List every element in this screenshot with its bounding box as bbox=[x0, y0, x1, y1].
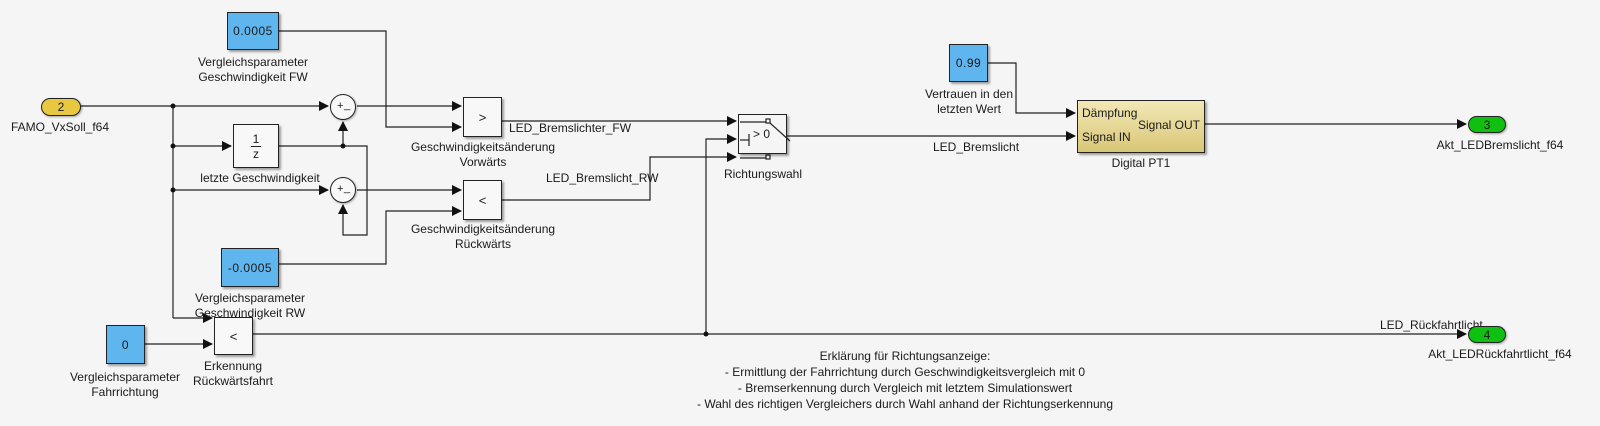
wire-const-rw bbox=[279, 206, 462, 265]
inport-2[interactable]: 2 bbox=[41, 98, 81, 116]
pt1-port-signal-in: Signal IN bbox=[1082, 130, 1131, 144]
junction bbox=[170, 187, 176, 193]
compare-fw-label: Geschwindigkeitsänderung Vorwärts bbox=[410, 140, 556, 169]
wire-delay-out bbox=[279, 145, 368, 236]
signal-label-brake: LED_Bremslicht bbox=[933, 140, 1020, 154]
outport-3[interactable]: 3 bbox=[1468, 116, 1506, 133]
outport-4-label: Akt_LEDRückfahrtlicht_f64 bbox=[1428, 347, 1572, 361]
compare-direction-block[interactable]: < bbox=[214, 317, 253, 355]
junction bbox=[170, 103, 176, 109]
constant-rw-label: Vergleichsparameter Geschwindigkeit RW bbox=[194, 291, 306, 320]
constant-fw-block[interactable]: 0.0005 bbox=[227, 12, 279, 50]
pt1-port-signal-out: Signal OUT bbox=[1137, 118, 1200, 132]
outport-3-label: Akt_LEDBremslicht_f64 bbox=[1436, 138, 1564, 152]
compare-rw-label: Geschwindigkeitsänderung Rückwärts bbox=[410, 222, 556, 251]
wire-rw-to-switch bbox=[502, 152, 737, 201]
digital-pt1-label: Digital PT1 bbox=[1111, 156, 1171, 170]
unit-delay-label: letzte Geschwindigkeit bbox=[200, 171, 320, 185]
annotation-note: Erklärung für Richtungsanzeige: - Ermitt… bbox=[696, 349, 1113, 411]
switch-block[interactable]: > 0 bbox=[738, 114, 787, 154]
inport-2-label: FAMO_VxSoll_f64 bbox=[10, 120, 110, 134]
switch-threshold: > 0 bbox=[753, 127, 771, 141]
signal-label-fw: LED_Bremslichter_FW bbox=[509, 121, 632, 135]
junction bbox=[703, 331, 709, 337]
constant-direction-block[interactable]: 0 bbox=[106, 325, 145, 364]
sum-block-1[interactable]: + _ bbox=[330, 94, 356, 120]
wire-dir-to-switch bbox=[705, 134, 737, 334]
compare-direction-label: Erkennung Rückwärtsfahrt bbox=[192, 359, 274, 388]
junction bbox=[340, 143, 346, 149]
constant-direction-label: Vergleichsparameter Fahrrichtung bbox=[69, 370, 181, 399]
signal-label-reverse: LED_Rückfahrtlicht bbox=[1380, 318, 1483, 332]
compare-rw-block[interactable]: < bbox=[463, 180, 502, 220]
constant-fw-label: Vergleichsparameter Geschwindigkeit FW bbox=[197, 55, 309, 84]
digital-pt1-subsystem[interactable]: Dämpfung Signal IN Signal OUT bbox=[1077, 100, 1205, 153]
constant-trust-label: Vertrauen in den letzten Wert bbox=[924, 87, 1014, 116]
constant-rw-block[interactable]: -0.0005 bbox=[221, 248, 279, 287]
outport-4[interactable]: 4 bbox=[1468, 326, 1506, 343]
junction bbox=[170, 143, 176, 149]
constant-trust-block[interactable]: 0.99 bbox=[949, 44, 988, 82]
switch-label: Richtungswahl bbox=[723, 167, 803, 181]
pt1-port-daempfung: Dämpfung bbox=[1082, 106, 1138, 120]
compare-fw-block[interactable]: > bbox=[463, 97, 502, 137]
sum-block-2[interactable]: + _ bbox=[330, 177, 356, 203]
signal-label-rw: LED_Bremslicht_RW bbox=[546, 171, 659, 185]
wire-const-fw bbox=[279, 30, 462, 132]
wire-trust-to-pt1 bbox=[988, 62, 1076, 118]
unit-delay-block[interactable]: 1 z bbox=[233, 124, 279, 168]
